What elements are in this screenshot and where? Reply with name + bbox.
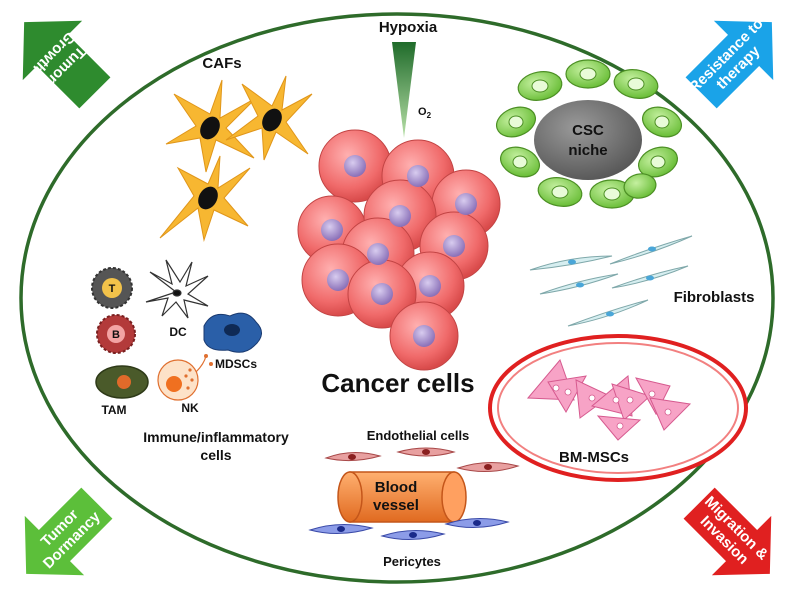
cancer-cells-label: Cancer cells	[321, 368, 474, 398]
endothelial-label: Endothelial cells	[367, 428, 470, 443]
hypoxia-gradient-wedge	[392, 42, 416, 138]
caf-cell	[165, 79, 257, 173]
immune-cells-cluster: T B DC MDSCs TAM	[91, 259, 289, 463]
pericytes	[308, 518, 510, 540]
immune-label-1: Immune/inflammatory	[143, 429, 289, 445]
pericytes-label: Pericytes	[383, 554, 441, 569]
caf-cell	[225, 75, 313, 161]
b-cell: B	[96, 314, 136, 354]
caf-cell	[159, 155, 251, 242]
cafs-label: CAFs	[202, 55, 241, 72]
b-cell-label: B	[112, 329, 120, 341]
blood-vessel-label-2: vessel	[373, 497, 419, 514]
immune-label-2: cells	[200, 447, 231, 463]
o2-label: O2	[418, 106, 432, 120]
fibroblasts-label: Fibroblasts	[674, 289, 755, 306]
resistance-arrow: Resistance to therapy	[685, 15, 774, 109]
nk-label: NK	[181, 401, 199, 415]
tumor-growth-arrow: Tumor Growth	[22, 20, 111, 109]
cancer-nuclei	[321, 155, 477, 347]
csc-nuclei	[508, 67, 670, 201]
cancer-cells-cluster	[297, 129, 501, 371]
csc-niche-label-2: niche	[568, 142, 607, 159]
bm-mscs-group: BM-MSCs	[488, 334, 748, 482]
tam-cell	[95, 365, 149, 399]
csc-niche-cluster: CSC niche	[496, 59, 682, 209]
blood-vessel: Blood vessel	[337, 471, 467, 523]
endothelial-cells	[324, 447, 520, 472]
tam-label: TAM	[101, 403, 126, 417]
t-cell: T	[91, 267, 133, 309]
csc-niche	[534, 100, 642, 180]
nk-cell	[157, 354, 213, 401]
hypoxia-label: Hypoxia	[379, 19, 438, 36]
hypoxia-indicator: Hypoxia O2	[379, 19, 438, 138]
fibroblasts-cluster	[529, 235, 693, 327]
mdscs-label: MDSCs	[215, 357, 257, 371]
dc-label: DC	[169, 325, 187, 339]
migration-arrow: Migration & Invasion	[683, 487, 772, 576]
cafs-cluster	[159, 75, 313, 242]
bm-mscs-label: BM-MSCs	[559, 449, 629, 466]
tumor-dormancy-arrow: Tumor Dormancy	[24, 487, 113, 576]
mdsc-cell	[203, 312, 262, 353]
csc-niche-label-1: CSC	[572, 122, 604, 139]
dendritic-cell	[145, 259, 209, 319]
blood-vessel-label-1: Blood	[375, 479, 418, 496]
t-cell-label: T	[109, 283, 116, 295]
